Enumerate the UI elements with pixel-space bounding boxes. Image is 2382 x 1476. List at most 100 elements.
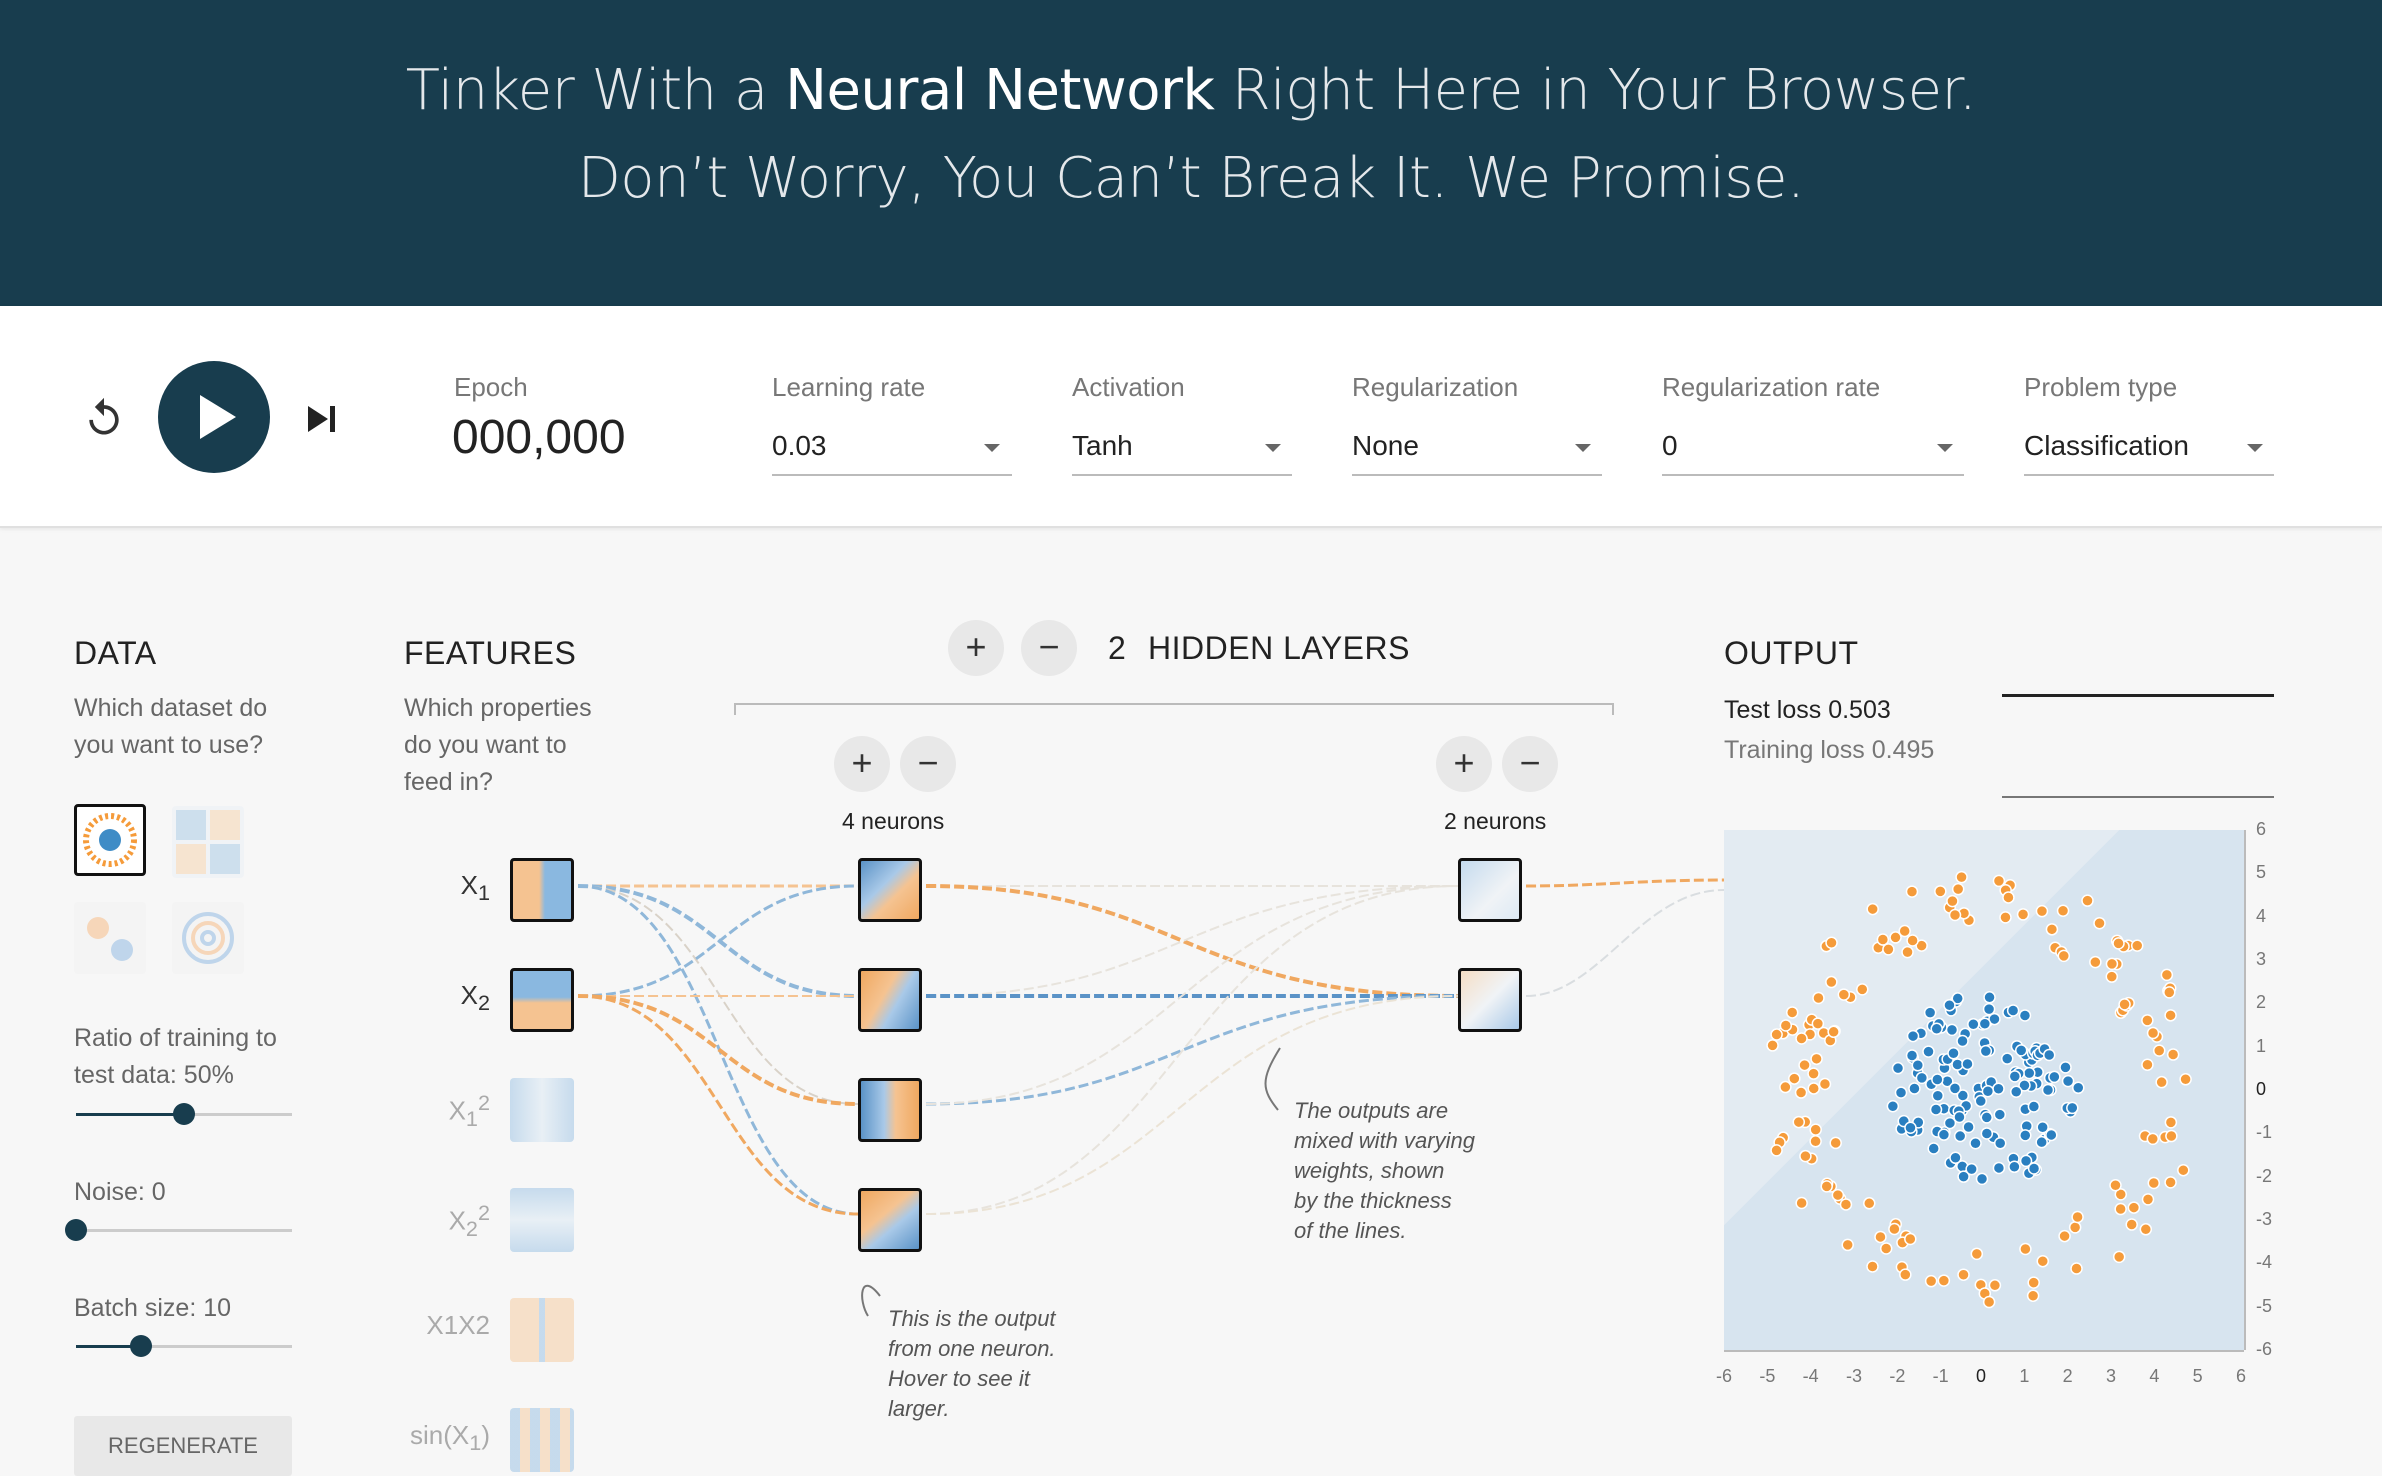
- link[interactable]: [925, 885, 1459, 1215]
- step-icon[interactable]: [304, 402, 340, 436]
- select-underline: [1662, 474, 1964, 476]
- data-point: [2000, 1052, 2014, 1065]
- neuron-l1-2[interactable]: [858, 968, 922, 1032]
- remove-neuron-layer2-button[interactable]: −: [1502, 736, 1558, 792]
- link[interactable]: [925, 995, 1459, 1215]
- annot-line: of the lines.: [1294, 1218, 1407, 1243]
- data-point: [1953, 1110, 1966, 1124]
- link[interactable]: [925, 884, 1459, 998]
- data-point: [1908, 1082, 1921, 1095]
- data-point: [2027, 1100, 2041, 1113]
- y-tick: 0: [2256, 1079, 2267, 1099]
- data-point: [2114, 1188, 2128, 1201]
- data-point: [1876, 933, 1890, 946]
- neuron-l2-1[interactable]: [1458, 858, 1522, 922]
- data-point: [2048, 1070, 2061, 1084]
- reset-icon[interactable]: [82, 396, 126, 440]
- link[interactable]: [1525, 878, 1725, 888]
- feature-node-sin-x1[interactable]: [510, 1408, 574, 1472]
- feature-base: X: [460, 870, 478, 900]
- annot-line: The outputs are: [1294, 1098, 1449, 1123]
- data-point: [2072, 1081, 2085, 1095]
- data-point: [1930, 1022, 1943, 1036]
- annot-line: mixed with varying: [1294, 1128, 1475, 1153]
- link[interactable]: [577, 884, 859, 998]
- data-point: [1970, 1247, 1984, 1261]
- data-desc-line: Which dataset do: [74, 694, 268, 722]
- dataset-spiral-thumb[interactable]: [172, 902, 244, 974]
- select-underline: [1072, 474, 1292, 476]
- link[interactable]: [577, 994, 859, 1216]
- data-point: [1891, 1061, 1905, 1075]
- feature-label-x2: X2: [380, 980, 490, 1016]
- add-layer-button[interactable]: +: [948, 620, 1004, 676]
- chevron-down-icon: [2247, 444, 2263, 452]
- add-neuron-layer1-button[interactable]: +: [834, 736, 890, 792]
- data-point: [1915, 1071, 1929, 1085]
- data-point: [1955, 870, 1968, 884]
- remove-neuron-layer1-button[interactable]: −: [900, 736, 956, 792]
- data-point: [1901, 945, 1914, 959]
- neuron-l1-4[interactable]: [858, 1188, 922, 1252]
- data-point: [2066, 1101, 2079, 1115]
- data-point: [1965, 1162, 1978, 1176]
- x-tick: 4: [2149, 1366, 2160, 1386]
- output-heading: OUTPUT: [1724, 635, 1859, 671]
- link[interactable]: [925, 885, 1459, 997]
- feature-node-x1-squared[interactable]: [510, 1078, 574, 1142]
- feature-node-x2[interactable]: [510, 968, 574, 1032]
- feature-label-x1-squared: X12: [380, 1090, 490, 1132]
- annot-line: by the thickness: [1294, 1188, 1452, 1213]
- data-point: [1894, 1086, 1908, 1099]
- annotation-arrow: [1264, 1047, 1281, 1111]
- data-point: [1905, 885, 1919, 898]
- data-point: [1825, 936, 1838, 950]
- data-point: [2081, 894, 2094, 907]
- data-point: [2177, 1163, 2190, 1177]
- slider-thumb[interactable]: [129, 1335, 152, 1357]
- ratio-label: Ratio of training to test data: 50%: [74, 1020, 277, 1094]
- data-point: [1962, 1120, 1975, 1134]
- link[interactable]: [1525, 889, 1725, 997]
- data-point: [2009, 1085, 2023, 1099]
- remove-layer-button[interactable]: −: [1021, 620, 1077, 676]
- feature-node-x2-squared[interactable]: [510, 1188, 574, 1252]
- link[interactable]: [925, 994, 1459, 1106]
- output-heatmap[interactable]: [1724, 830, 2244, 1350]
- hidden-layers-label: HIDDEN LAYERS: [1148, 630, 1410, 666]
- x-tick: -1: [1932, 1366, 1949, 1386]
- data-point: [1949, 1151, 1962, 1165]
- dataset-circle-thumb[interactable]: [74, 804, 146, 876]
- link[interactable]: [925, 885, 1459, 1105]
- dataset-xor-thumb[interactable]: [172, 806, 244, 878]
- data-heading: DATA: [74, 635, 157, 671]
- data-point: [1799, 1149, 1812, 1163]
- slider-thumb[interactable]: [173, 1103, 195, 1125]
- training-loss-chart-line: [2002, 796, 2274, 798]
- data-point: [1898, 924, 1911, 938]
- data-point: [2105, 957, 2119, 971]
- play-button[interactable]: [158, 361, 270, 473]
- neuron-l2-2[interactable]: [1458, 968, 1522, 1032]
- features-desc-line: feed in?: [404, 768, 493, 796]
- link[interactable]: [577, 884, 859, 1216]
- data-point: [2130, 939, 2144, 952]
- neuron-l1-3[interactable]: [858, 1078, 922, 1142]
- add-neuron-layer2-button[interactable]: +: [1436, 736, 1492, 792]
- hero-line-2: Don’t Worry, You Can’t Break It. We Prom…: [577, 146, 1805, 211]
- data-point: [1969, 1137, 1982, 1150]
- data-point: [2019, 1129, 2032, 1142]
- dataset-gauss-thumb[interactable]: [74, 902, 146, 974]
- activation-value: Tanh: [1072, 430, 1133, 461]
- link[interactable]: [577, 994, 859, 1106]
- feature-node-x1[interactable]: [510, 858, 574, 922]
- data-point: [1983, 991, 1996, 1004]
- data-point: [1961, 1057, 1974, 1071]
- data-point: [1831, 1188, 1845, 1202]
- data-point: [1812, 991, 1825, 1005]
- data-point: [1820, 1180, 1833, 1193]
- slider-thumb[interactable]: [65, 1219, 87, 1241]
- neuron-l1-1[interactable]: [858, 858, 922, 922]
- feature-node-x1x2[interactable]: [510, 1298, 574, 1362]
- feature-sup: 2: [477, 1200, 490, 1225]
